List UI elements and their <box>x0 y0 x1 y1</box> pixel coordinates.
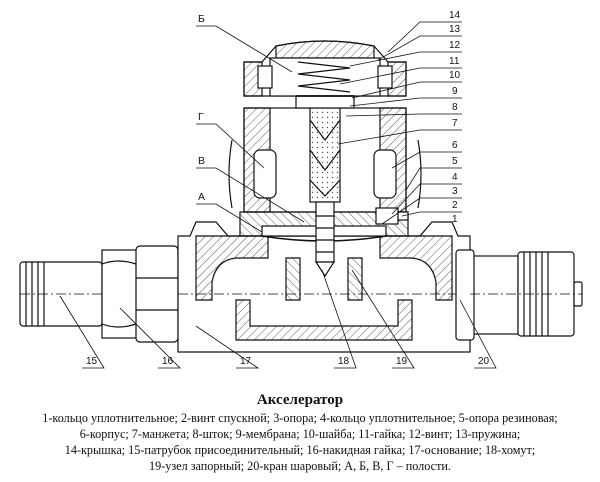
callout-10: 10 <box>449 70 461 81</box>
callout-2: 2 <box>452 200 458 211</box>
callout-1: 1 <box>452 214 458 225</box>
cavity-a-label: А <box>198 191 205 203</box>
cover <box>243 40 407 109</box>
accelerator-section-drawing: 14 13 12 11 10 9 8 7 6 5 4 3 2 1 Б Г В А… <box>19 10 583 369</box>
cavity-v-label: В <box>198 155 205 167</box>
callout-17: 17 <box>240 356 252 367</box>
callout-20: 20 <box>478 356 490 367</box>
figure-title: Акселератор <box>256 392 344 408</box>
cavity-b-label: Б <box>198 13 205 25</box>
callout-labels: 14 13 12 11 10 9 8 7 6 5 4 3 2 1 Б Г В А… <box>86 10 490 367</box>
callout-15: 15 <box>86 356 98 367</box>
union-nut-left <box>101 245 179 343</box>
callout-7: 7 <box>452 118 458 129</box>
callout-3: 3 <box>452 186 458 197</box>
callout-11: 11 <box>449 56 460 67</box>
callout-12: 12 <box>449 40 461 51</box>
cavity-g-label: Г <box>198 111 204 123</box>
callout-6: 6 <box>452 140 458 151</box>
legend-line-3: 14-крышка; 15-патрубок присоединительный… <box>64 443 536 457</box>
callout-18: 18 <box>338 356 350 367</box>
callout-5: 5 <box>452 156 458 167</box>
callout-13: 13 <box>449 24 461 35</box>
legend-line-2: 6-корпус; 7-манжета; 8-шток; 9-мембрана;… <box>79 427 521 441</box>
callout-4: 4 <box>452 172 458 183</box>
base-body <box>177 221 471 353</box>
leader-lines <box>59 21 497 369</box>
ball-valve-right <box>455 249 583 341</box>
legend-line-1: 1-кольцо уплотнительное; 2-винт спускной… <box>42 411 558 425</box>
connection-pipe-left <box>19 261 103 327</box>
callout-14: 14 <box>449 10 461 21</box>
callout-19: 19 <box>396 356 408 367</box>
callout-8: 8 <box>452 102 458 113</box>
callout-9: 9 <box>452 86 458 97</box>
stem <box>309 95 341 278</box>
callout-16: 16 <box>162 356 174 367</box>
legend-line-4: 19-узел запорный; 20-кран шаровый; А, Б,… <box>149 459 451 473</box>
caption: Акселератор 1-кольцо уплотнительное; 2-в… <box>0 392 600 474</box>
